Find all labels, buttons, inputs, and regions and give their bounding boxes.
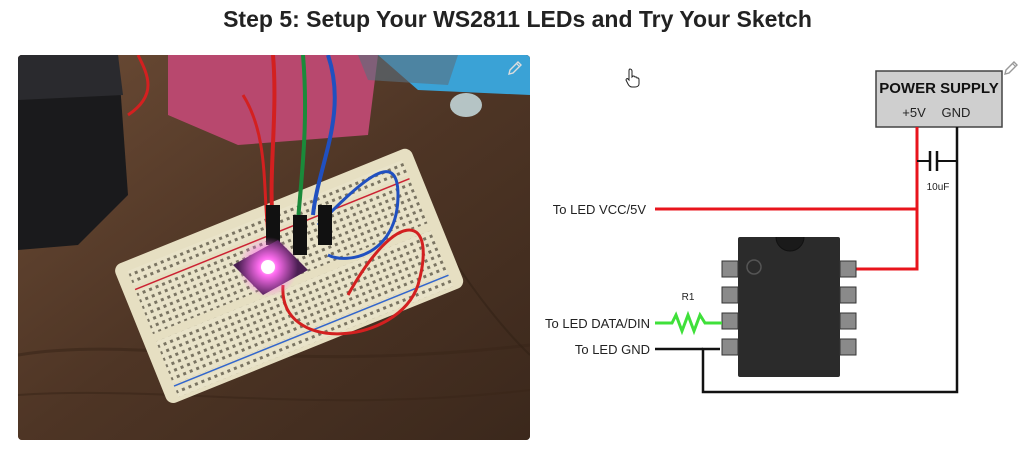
- power-supply-plus-label: +5V: [902, 105, 926, 120]
- vcc-label: To LED VCC/5V: [553, 202, 647, 217]
- resistor-label: R1: [682, 292, 695, 303]
- pencil-icon[interactable]: [506, 59, 524, 77]
- circuit-diagram-image: POWER SUPPLY +5V GND 10uF R1: [545, 70, 1003, 394]
- gnd-wire: [701, 127, 959, 394]
- circuit-diagram[interactable]: POWER SUPPLY +5V GND 10uF R1: [540, 55, 1030, 445]
- data-label: To LED DATA/DIN: [545, 316, 650, 331]
- power-supply-title: POWER SUPPLY: [879, 80, 998, 97]
- power-supply-box: [875, 70, 1003, 128]
- hand-pointer-icon: [625, 68, 641, 88]
- power-supply-gnd-label: GND: [942, 105, 971, 120]
- ic-chip: [738, 237, 840, 377]
- breadboard-photo[interactable]: [18, 55, 530, 440]
- vcc-wire: [856, 127, 919, 271]
- pencil-icon[interactable]: [1002, 59, 1020, 77]
- gnd-label: To LED GND: [575, 342, 650, 357]
- page-title: Step 5: Setup Your WS2811 LEDs and Try Y…: [223, 6, 812, 32]
- data-wire-resistor: [655, 310, 722, 336]
- breadboard-photo-image: [18, 55, 530, 440]
- capacitor-label: 10uF: [927, 182, 950, 193]
